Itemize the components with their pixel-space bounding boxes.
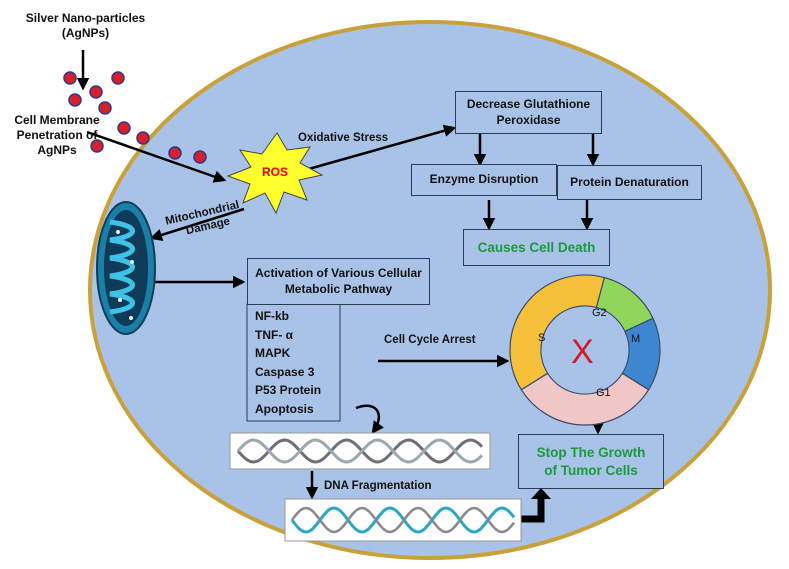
- membrane-label: Cell Membrane Penetration of AgNPs: [2, 113, 112, 158]
- glutathione-box: Decrease Glutathione Peroxidase: [455, 91, 602, 134]
- stop-growth-line2: of Tumor Cells: [544, 462, 638, 478]
- arrow-ros-to-glutathione: [297, 124, 457, 174]
- cell-body: [88, 20, 772, 560]
- nanoparticle: [136, 131, 150, 145]
- mitochondrion-illustration: [96, 201, 156, 335]
- nanoparticle: [168, 146, 182, 160]
- membrane-line1: Cell Membrane: [14, 113, 100, 127]
- pathway-line2: Metabolic Pathway: [284, 281, 393, 296]
- nanoparticle: [193, 150, 207, 164]
- nanoparticle: [117, 121, 131, 135]
- glutathione-line2: Peroxidase: [496, 112, 561, 127]
- phase-label-g1: G1: [596, 387, 611, 399]
- enzyme-disruption-box: Enzyme Disruption: [411, 164, 557, 196]
- cycle-center: [540, 305, 630, 395]
- phase-label-m: M: [631, 333, 641, 345]
- cell-death-box: Causes Cell Death: [463, 229, 610, 266]
- pathway-line1: Activation of Various Cellular: [255, 265, 422, 280]
- pathway-item: Caspase 3: [255, 364, 315, 379]
- source-title-line1: Silver Nano-particles: [25, 11, 146, 25]
- source-title-line2: (AgNPs): [61, 26, 110, 40]
- arrow-ros-to-mitochondria: [149, 207, 245, 241]
- nanoparticle: [68, 93, 82, 107]
- phase-label-g2: G2: [592, 307, 607, 319]
- stop-growth-line1: Stop The Growth: [536, 444, 646, 460]
- membrane-line2: Penetration of: [16, 128, 98, 142]
- pathway-item: NF-kb: [255, 309, 289, 323]
- arrest-mark: X: [571, 333, 594, 371]
- arrow-curved-to-dna: [355, 404, 384, 435]
- dna-fragmentation-label: DNA Fragmentation: [324, 480, 432, 492]
- dna-intact: [229, 432, 491, 470]
- pathway-item: TNF- α: [255, 327, 294, 342]
- protein-denaturation-box: Protein Denaturation: [557, 165, 702, 200]
- phase-label-s: S: [538, 332, 546, 344]
- cell-cycle-wheel: [509, 274, 661, 426]
- oxidative-stress-label: Oxidative Stress: [298, 132, 389, 144]
- arrow-dna-to-stop: [520, 497, 545, 523]
- nanoparticle: [90, 139, 104, 153]
- glutathione-line1: Decrease Glutathione: [466, 96, 591, 111]
- dna-fragmented: [284, 498, 522, 542]
- pathway-list: NF-kb TNF- α MAPK Caspase 3 P53 Protein …: [255, 307, 321, 418]
- nanoparticle: [98, 101, 112, 115]
- nanoparticles: [63, 71, 207, 164]
- metabolic-pathway-box: Activation of Various Cellular Metabolic…: [247, 258, 430, 305]
- nanoparticle: [89, 85, 103, 99]
- arrow-membrane-to-ros: [86, 130, 227, 183]
- ros-label: ROS: [262, 165, 289, 179]
- cell-cycle-arrest-label: Cell Cycle Arrest: [384, 334, 476, 346]
- pathway-item: MAPK: [255, 346, 291, 360]
- pathway-item: Apoptosis: [255, 401, 314, 416]
- source-label: Silver Nano-particles (AgNPs): [18, 11, 153, 41]
- nanoparticle: [63, 71, 77, 85]
- pathway-item: P53 Protein: [255, 383, 322, 397]
- membrane-line3: AgNPs: [37, 143, 77, 157]
- ros-burst: [226, 132, 324, 215]
- nanoparticle: [111, 71, 125, 85]
- stop-growth-box: Stop The Growth of Tumor Cells: [518, 434, 664, 489]
